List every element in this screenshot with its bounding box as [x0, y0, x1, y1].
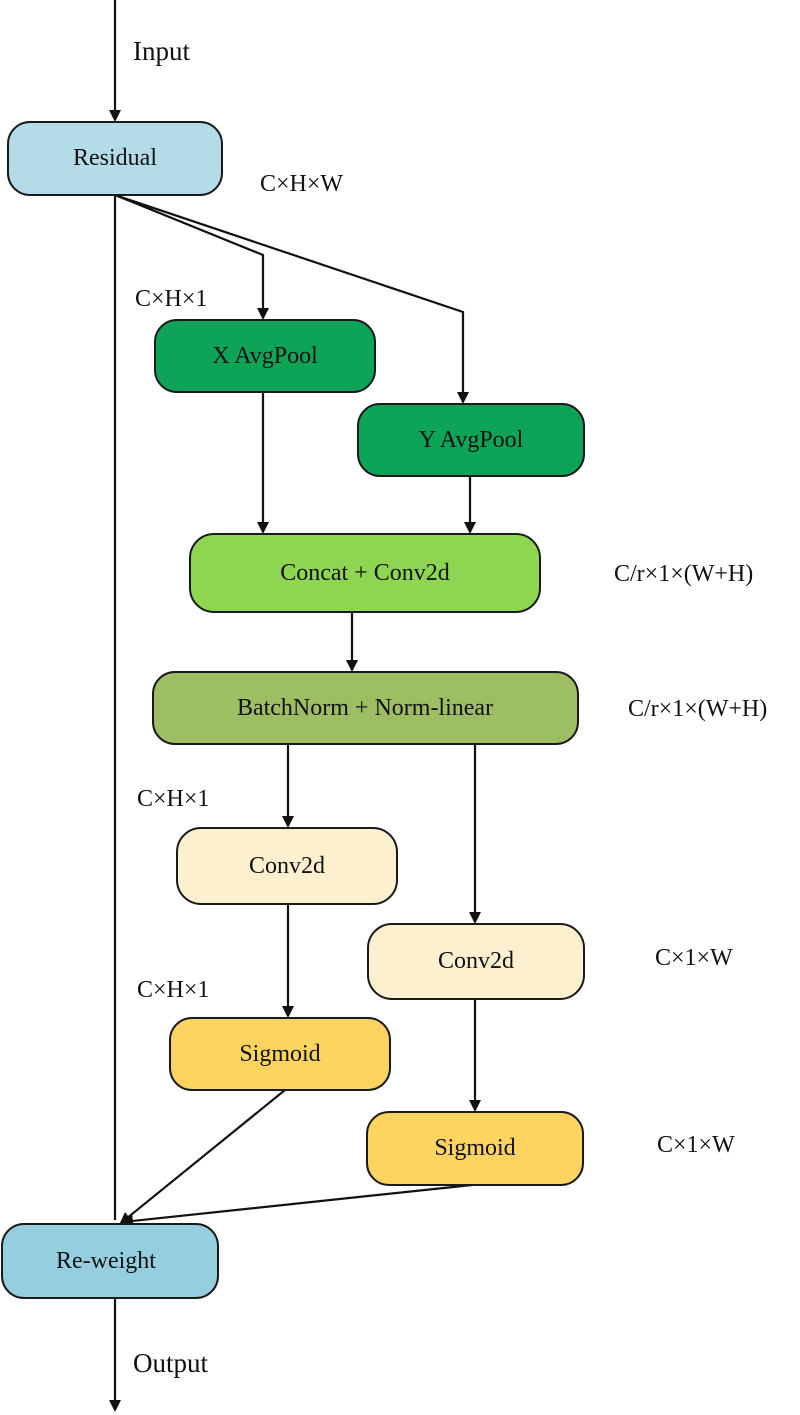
- residual-label: Residual: [73, 145, 157, 171]
- annotations: Input Output C×H×W C×H×1 C/r×1×(W+H) C/r…: [133, 36, 767, 1378]
- dim-label-conv2d-left: C×H×1: [137, 786, 209, 812]
- x-avgpool-node: X AvgPool: [154, 319, 376, 393]
- reweight-label: Re-weight: [56, 1248, 156, 1274]
- y-avgpool-label: Y AvgPool: [419, 427, 524, 453]
- sigmoid-left-node: Sigmoid: [169, 1017, 391, 1091]
- reweight-node: Re-weight: [1, 1223, 219, 1299]
- dim-label-batchnorm: C/r×1×(W+H): [628, 696, 767, 722]
- dim-label-sigmoid-left: C×H×1: [137, 977, 209, 1003]
- dim-label-residual: C×H×W: [260, 171, 343, 197]
- conv2d-right-label: Conv2d: [438, 948, 514, 974]
- concat-conv2d-label: Concat + Conv2d: [280, 560, 450, 586]
- dim-label-x-avgpool: C×H×1: [135, 286, 207, 312]
- residual-node: Residual: [7, 121, 223, 196]
- dim-label-concat: C/r×1×(W+H): [614, 561, 753, 587]
- output-label: Output: [133, 1348, 209, 1378]
- arrow-sigmoid-right-to-reweight: [121, 1183, 473, 1227]
- batchnorm-node: BatchNorm + Norm-linear: [152, 671, 579, 745]
- conv2d-left-node: Conv2d: [176, 827, 398, 905]
- edges: [109, 0, 481, 1412]
- concat-conv2d-node: Concat + Conv2d: [189, 533, 541, 613]
- arrow-residual-to-y-avgpool: [114, 193, 469, 404]
- arrow-sigmoid-left-to-reweight: [119, 1089, 286, 1225]
- sigmoid-left-label: Sigmoid: [239, 1041, 320, 1067]
- input-label: Input: [133, 36, 190, 66]
- arrow-residual-to-x-avgpool: [114, 193, 269, 320]
- batchnorm-label: BatchNorm + Norm-linear: [237, 695, 493, 721]
- y-avgpool-node: Y AvgPool: [357, 403, 585, 477]
- sigmoid-right-node: Sigmoid: [366, 1111, 584, 1186]
- sigmoid-right-label: Sigmoid: [434, 1135, 515, 1161]
- dim-label-conv2d-right: C×1×W: [655, 945, 733, 971]
- conv2d-left-label: Conv2d: [249, 853, 325, 879]
- x-avgpool-label: X AvgPool: [212, 343, 318, 369]
- conv2d-right-node: Conv2d: [367, 923, 585, 1000]
- dim-label-sigmoid-right: C×1×W: [657, 1132, 735, 1158]
